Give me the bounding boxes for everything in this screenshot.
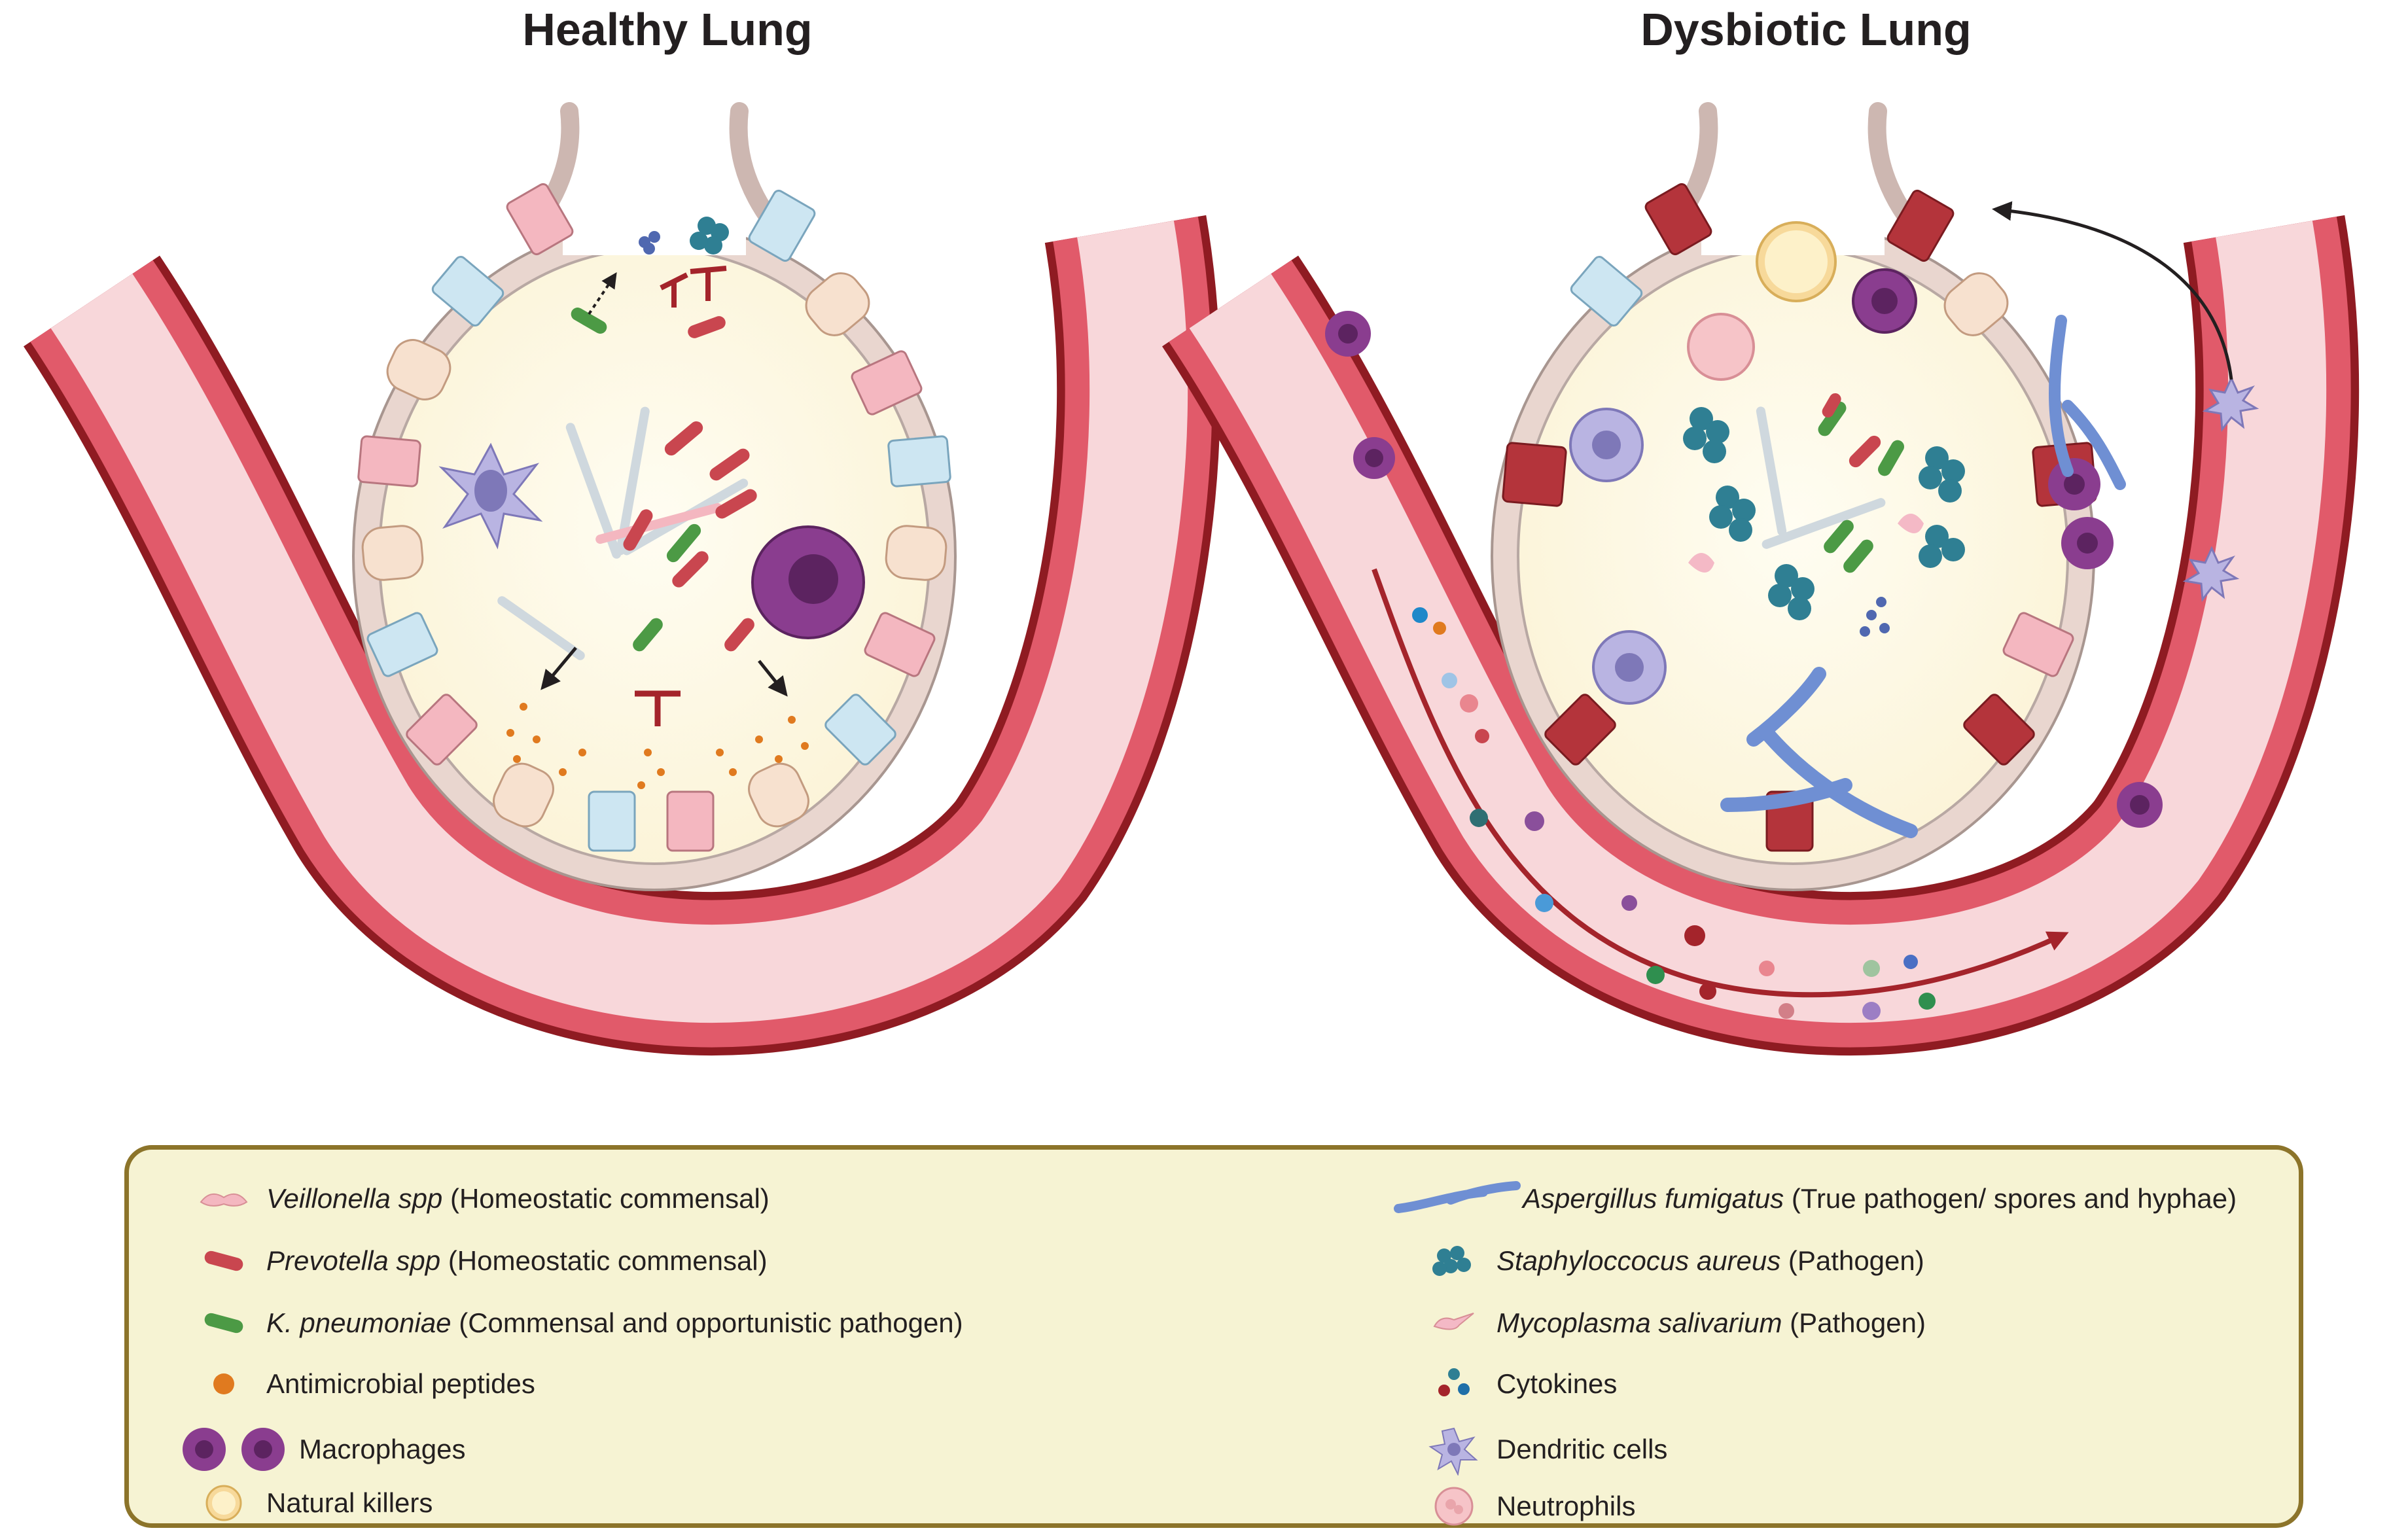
legend-item-natural-killers: Natural killers: [181, 1477, 433, 1529]
veillonella-icon: [181, 1173, 266, 1225]
legend-item-aspergillus: Aspergillus fumigatus (True pathogen/ sp…: [1392, 1173, 2237, 1225]
mycoplasma-icon: [1411, 1297, 1496, 1349]
antimicrobial-peptides: [506, 703, 809, 789]
top-bacteria: [571, 217, 729, 338]
aspergillus-hyphae: [1720, 315, 2126, 838]
legend-item-veillonella: Veillonella spp (Homeostatic commensal): [181, 1173, 770, 1225]
legend-box: Veillonella spp (Homeostatic commensal) …: [124, 1145, 2303, 1528]
legend-item-dendritic-cells: Dendritic cells: [1411, 1423, 1667, 1476]
blood-flow-arrow: [1372, 568, 2069, 998]
natural-killer-icon: [181, 1477, 266, 1529]
legend-item-staphylococcus: Staphyloccocus aureus (Pathogen): [1411, 1235, 1924, 1287]
dysbiotic-lung-panel: [1161, 102, 2360, 1055]
blood-vessel-lumen: [50, 221, 1188, 1023]
dysbiotic-lung-title: Dysbiotic Lung: [1640, 4, 1972, 55]
staphylococcus-clusters: [1683, 407, 1965, 620]
mixed-bacteria-dysbiotic: [1688, 393, 1924, 637]
legend-item-neutrophils: Neutrophils: [1411, 1480, 1635, 1532]
dysbiotic-immune-cells: [1569, 221, 2114, 705]
healthy-lung-title: Healthy Lung: [522, 4, 813, 55]
migration-arrow: [1992, 201, 2233, 380]
cytokine-icon: [1411, 1358, 1496, 1410]
legend-item-antimicrobial-peptides: Antimicrobial peptides: [181, 1358, 535, 1410]
legend-item-cytokines: Cytokines: [1411, 1358, 1617, 1410]
legend-item-prevotella: Prevotella spp (Homeostatic commensal): [181, 1235, 768, 1287]
dendritic-cell: [438, 442, 543, 550]
bacteria-cluster: [565, 406, 757, 588]
k-pneumoniae-icon: [181, 1297, 266, 1349]
bottom-bacteria: [497, 596, 788, 726]
circulating-cells: [1325, 311, 2259, 1020]
lung-illustration: [23, 102, 2360, 1055]
healthy-lung-panel: [23, 102, 1221, 1055]
legend-item-mycoplasma: Mycoplasma salivarium (Pathogen): [1411, 1297, 1926, 1349]
aspergillus-icon: [1392, 1173, 1523, 1225]
antimicrobial-peptide-icon: [181, 1358, 266, 1410]
neutrophil: [1687, 313, 1755, 381]
prevotella-icon: [181, 1235, 266, 1287]
airway-wall-right: [729, 102, 781, 232]
macrophage: [751, 525, 865, 639]
dendritic-cell-icon: [1411, 1423, 1496, 1476]
staphylococcus-icon: [1411, 1235, 1496, 1287]
epithelial-cells: [357, 183, 951, 852]
legend-item-k-pneumoniae: K. pneumoniae (Commensal and opportunist…: [181, 1297, 963, 1349]
legend-item-macrophages: Macrophages: [168, 1423, 465, 1476]
neutrophil-icon: [1411, 1480, 1496, 1532]
macrophage-icon: [168, 1423, 299, 1476]
